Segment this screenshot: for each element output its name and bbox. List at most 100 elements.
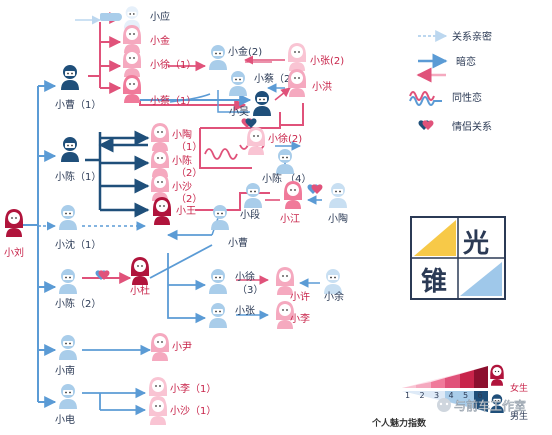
wechat-icon bbox=[437, 398, 451, 412]
people-layer: 小刘小曹（1）小陈（1）小沈（1）小陈（2）小杜小南小电小应小金小徐（1）小蔡（… bbox=[4, 6, 348, 426]
person-chen2b bbox=[151, 149, 169, 177]
person-chen2 bbox=[59, 269, 77, 294]
person-yu bbox=[324, 269, 342, 294]
person-cai1 bbox=[123, 75, 141, 103]
person-label: 小吴 bbox=[229, 106, 249, 118]
logo-char2: 锥 bbox=[421, 267, 447, 297]
person-liu bbox=[5, 209, 23, 237]
charm-title: 个人魅力指数 bbox=[371, 417, 427, 429]
female-icon bbox=[490, 364, 504, 386]
person-sha2 bbox=[151, 173, 169, 201]
legend-secret-label: 暗恋 bbox=[456, 55, 476, 68]
trunk-lines bbox=[22, 80, 57, 408]
top-right-lines bbox=[139, 55, 291, 113]
heart-icon bbox=[98, 270, 110, 280]
person-xu3 bbox=[209, 269, 227, 294]
person-label: 小陶 bbox=[328, 212, 348, 225]
person-label: 小李 bbox=[290, 312, 310, 325]
person-shen1 bbox=[59, 205, 77, 230]
male-icon bbox=[490, 394, 504, 413]
person-xu4 bbox=[276, 267, 294, 295]
person-tao2 bbox=[329, 183, 347, 208]
person-label: 小蔡（1） bbox=[150, 94, 196, 107]
person-label: 小许 bbox=[290, 291, 310, 303]
charm-male-label: 男生 bbox=[510, 410, 528, 422]
person-label: 小曹 bbox=[228, 236, 248, 249]
person-label-suffix: （2） bbox=[176, 167, 202, 179]
charm-level-label: 3 bbox=[434, 391, 439, 400]
person-label: 小陈 （4） bbox=[262, 172, 312, 185]
chen1-lines bbox=[85, 130, 150, 218]
watermark: 与前车工作室 bbox=[437, 398, 526, 413]
person-jiang bbox=[284, 181, 302, 209]
person-wang bbox=[153, 197, 171, 225]
person-label: 小南 bbox=[55, 364, 75, 377]
legend-close-label: 关系亲密 bbox=[452, 30, 492, 43]
heart-icon bbox=[245, 118, 257, 128]
person-wu bbox=[253, 91, 271, 116]
person-label: 小李（1） bbox=[170, 382, 216, 395]
watermark-text: 与前车工作室 bbox=[454, 398, 526, 413]
person-label: 小沙（1） bbox=[170, 405, 216, 417]
person-xu2 bbox=[247, 127, 265, 155]
charm-female-label: 女生 bbox=[510, 382, 528, 394]
person-label: 小陈 bbox=[172, 154, 192, 167]
person-hong bbox=[288, 69, 306, 97]
logo-char1: 光 bbox=[462, 229, 489, 259]
person-label: 小曹（1） bbox=[55, 98, 101, 111]
legend-samesex-pink bbox=[409, 91, 435, 101]
person-label: 小沈（1） bbox=[55, 238, 101, 251]
person-li bbox=[276, 301, 294, 329]
charm-level-label: 5 bbox=[463, 391, 468, 400]
person-sha1 bbox=[149, 397, 167, 425]
person-jin2 bbox=[209, 45, 227, 70]
legend-couple-label: 情侣关系 bbox=[452, 120, 492, 133]
charm-level-label: 6 bbox=[478, 391, 483, 400]
charm-level-label: 1 bbox=[405, 391, 410, 400]
person-label: 小张(2) bbox=[310, 55, 344, 67]
person-chen4 bbox=[276, 149, 294, 174]
person-label: 小陈（1） bbox=[55, 170, 101, 183]
charm-level-label: 2 bbox=[420, 391, 425, 400]
person-label: 小徐（1） bbox=[150, 58, 196, 71]
person-label: 小尹 bbox=[172, 341, 192, 353]
person-yin bbox=[151, 333, 169, 361]
person-label: 小应 bbox=[150, 10, 170, 23]
person-label-suffix: （1） bbox=[176, 141, 202, 153]
person-label: 小杜 bbox=[130, 284, 150, 297]
person-label: 小王 bbox=[176, 205, 196, 217]
person-cao2 bbox=[211, 205, 229, 230]
person-label-suffix: （2） bbox=[176, 193, 202, 205]
person-label: 小沙 bbox=[172, 181, 192, 193]
person-zhang bbox=[209, 303, 227, 328]
person-label: 小段 bbox=[240, 208, 260, 221]
person-label: 小金 bbox=[150, 34, 170, 47]
person-zhang2 bbox=[288, 43, 306, 71]
person-jin bbox=[123, 25, 141, 53]
person-chen1 bbox=[61, 137, 79, 162]
person-label: 小徐 bbox=[235, 270, 255, 283]
person-cao1 bbox=[61, 65, 79, 90]
charm-level-label: 4 bbox=[449, 391, 454, 400]
person-label: 小江 bbox=[280, 213, 300, 225]
person-cai2 bbox=[229, 71, 247, 96]
person-label: 小金(2) bbox=[228, 45, 262, 58]
heart-icon bbox=[311, 184, 323, 194]
person-label: 小徐(2) bbox=[268, 132, 302, 145]
cao1-lines bbox=[88, 12, 122, 94]
logo: 光 锥 bbox=[410, 216, 506, 300]
person-label: 小陶 bbox=[172, 128, 192, 141]
person-duan bbox=[244, 183, 262, 208]
person-xu1 bbox=[123, 49, 141, 77]
person-dian bbox=[59, 384, 77, 409]
person-label-suffix: （3） bbox=[237, 284, 263, 296]
person-nan bbox=[59, 335, 77, 360]
legend-samesex-label: 同性恋 bbox=[452, 91, 482, 104]
legend: 关系亲密 暗恋 同性恋 情侣关系 bbox=[409, 30, 492, 133]
person-label: 小电 bbox=[55, 413, 75, 426]
person-label: 小刘 bbox=[4, 247, 24, 259]
person-label: 小余 bbox=[324, 290, 344, 303]
